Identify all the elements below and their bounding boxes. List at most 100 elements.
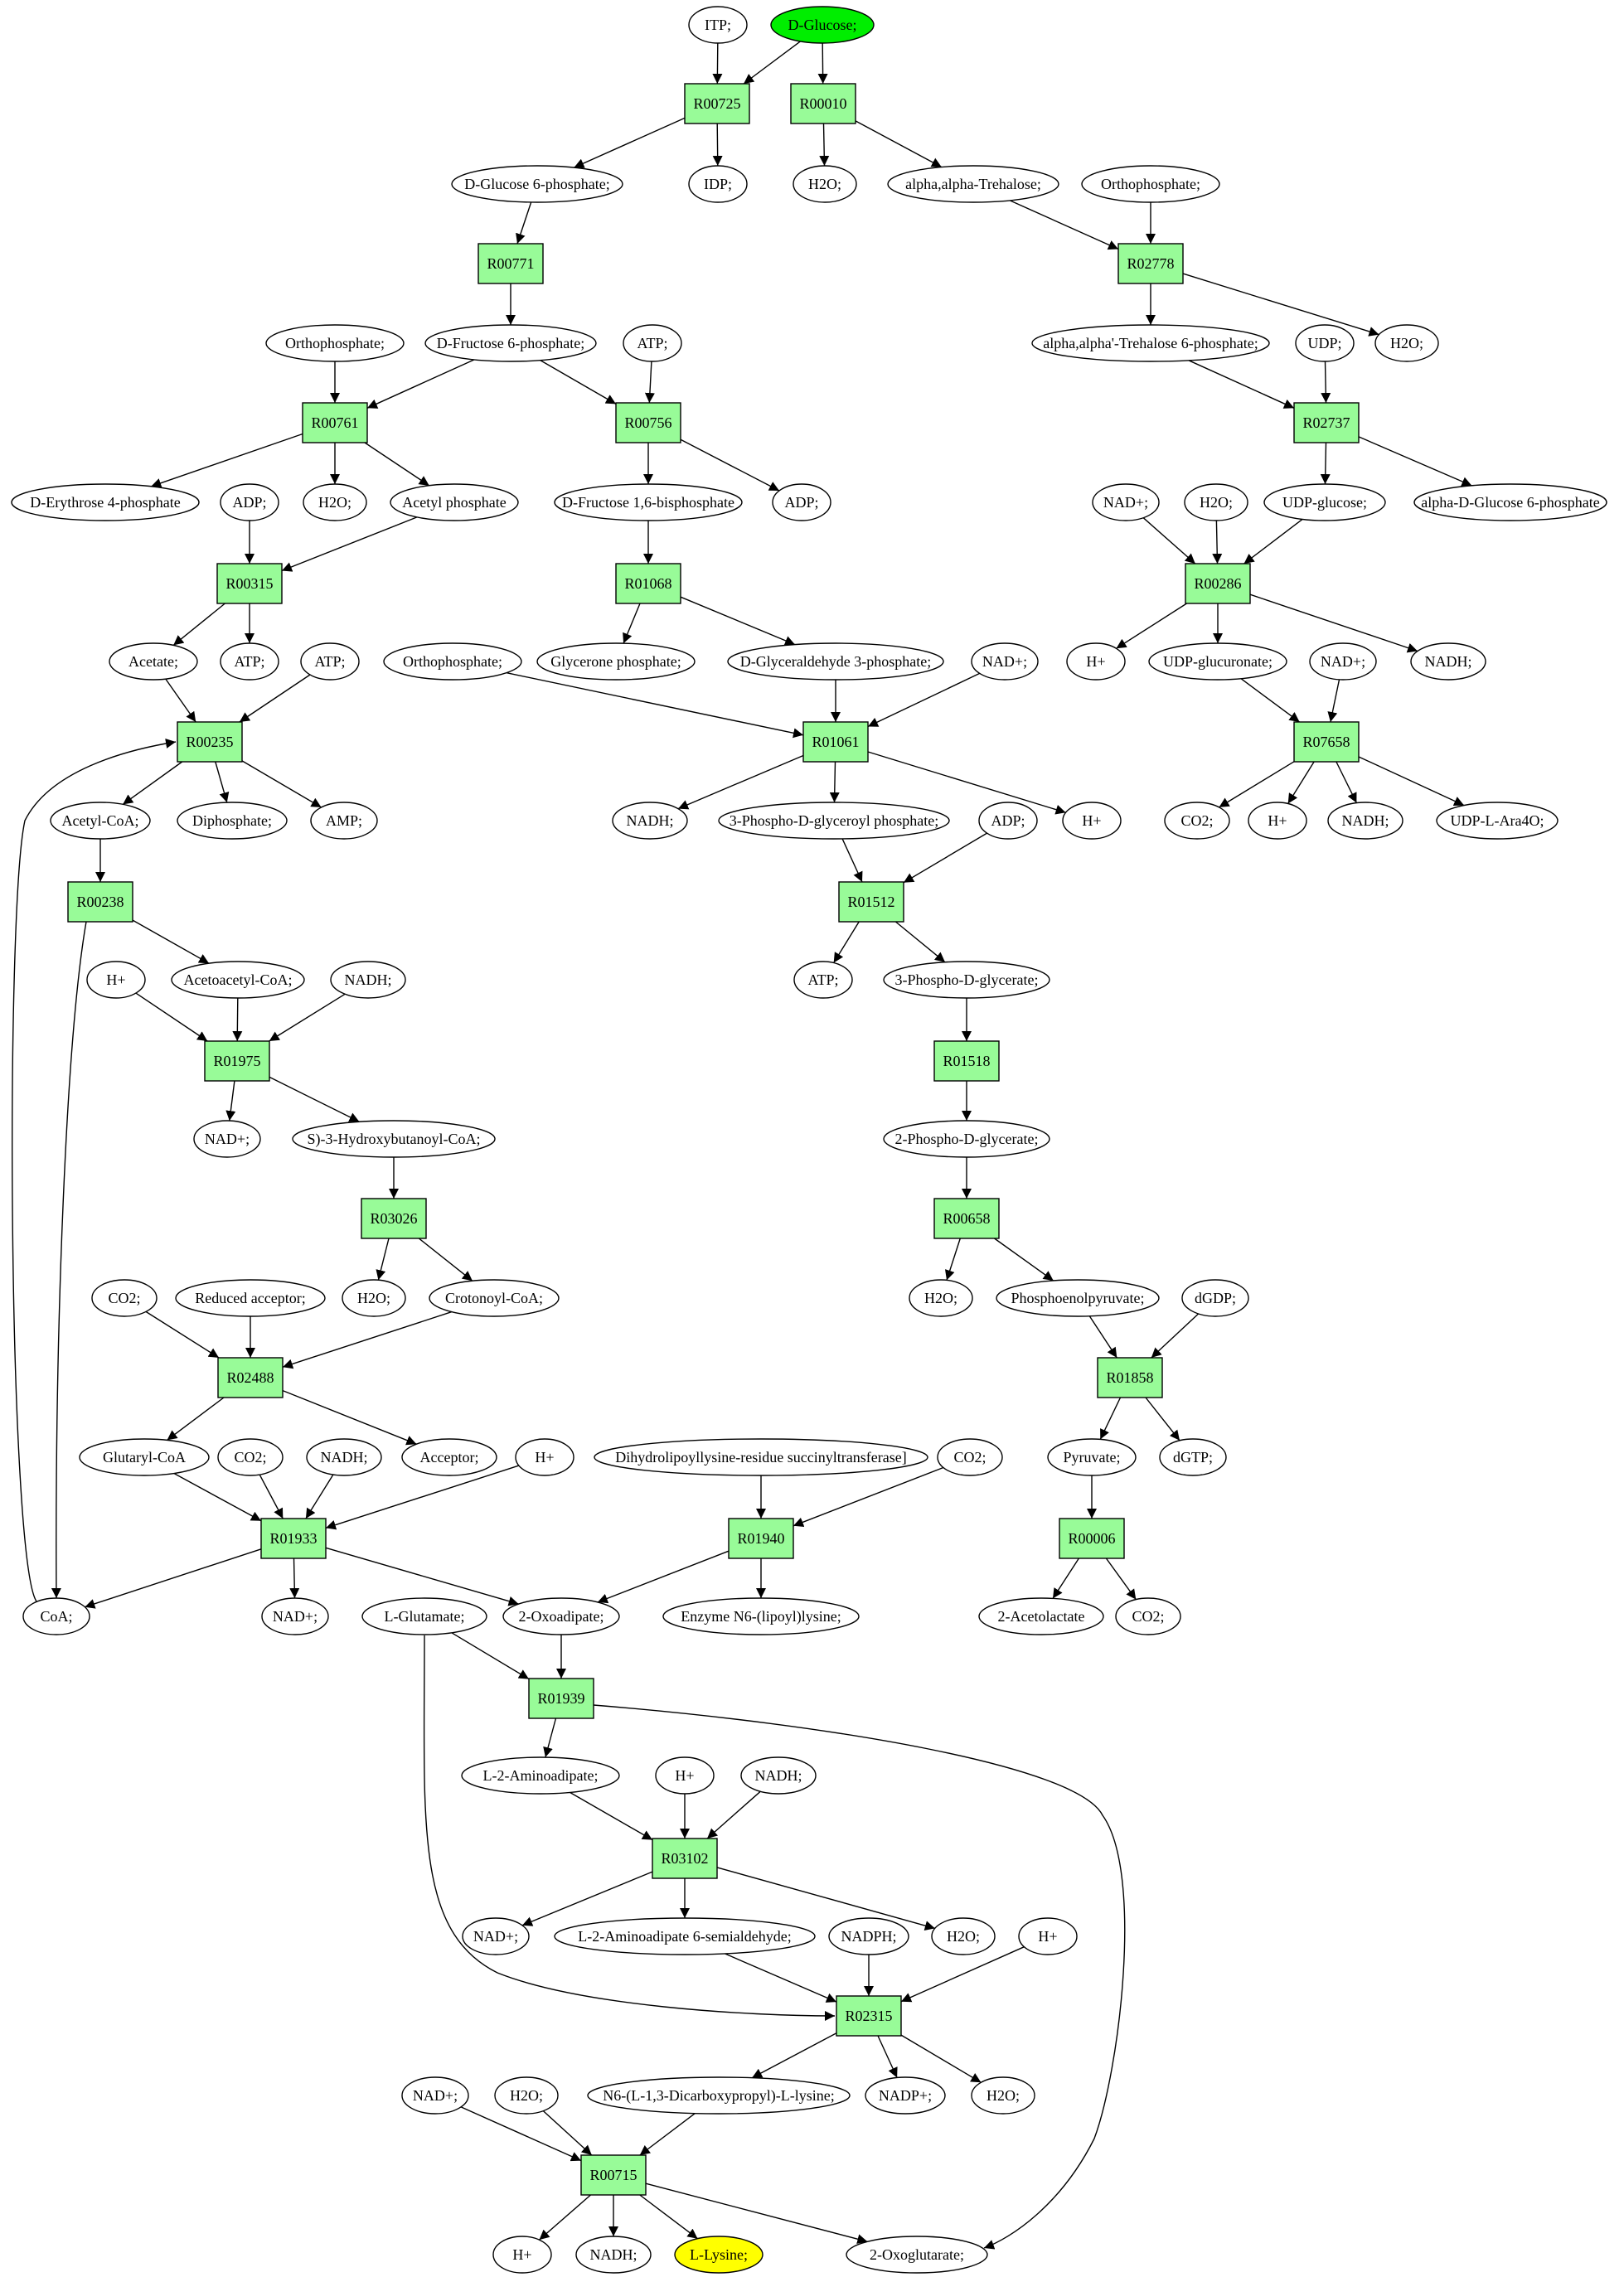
metabolite-node-nad[interactable]: NAD+; [1309,642,1377,681]
metabolite-node-alpha-d-glucose-6-phosphate[interactable]: alpha-D-Glucose 6-phosphate [1413,483,1607,521]
metabolite-node-co2[interactable]: CO2; [1164,802,1230,840]
reaction-node-r01518[interactable]: R01518 [933,1040,1000,1082]
metabolite-node-adp[interactable]: ADP; [220,483,279,521]
metabolite-node-phosphoenolpyruvate[interactable]: Phosphoenolpyruvate; [996,1279,1160,1317]
metabolite-node-3-phospho-d-glyceroyl-phosphate[interactable]: 3-Phospho-D-glyceroyl phosphate; [718,802,950,840]
metabolite-node-nadph[interactable]: NADPH; [828,1917,909,1955]
metabolite-node-atp[interactable]: ATP; [220,642,279,681]
metabolite-node-2-oxoadipate[interactable]: 2-Oxoadipate; [502,1597,620,1635]
reaction-node-r00756[interactable]: R00756 [615,402,681,443]
metabolite-node-nad[interactable]: NAD+; [1092,483,1160,521]
metabolite-node-h2o[interactable]: H2O; [342,1279,406,1317]
metabolite-node-adp[interactable]: ADP; [978,802,1038,840]
metabolite-node-enzyme-n6-lipoyl-lysine[interactable]: Enzyme N6-(lipoyl)lysine; [662,1597,860,1635]
metabolite-node-h[interactable]: H+ [86,961,146,999]
metabolite-node-d-glucose[interactable]: D-Glucose; [770,6,875,44]
metabolite-node-glutaryl-coa[interactable]: Glutaryl-CoA [79,1438,210,1476]
metabolite-node-d-glucose-6-phosphate[interactable]: D-Glucose 6-phosphate; [451,165,623,203]
reaction-node-r00771[interactable]: R00771 [478,243,544,284]
metabolite-node-udp-glucose[interactable]: UDP-glucose; [1263,483,1386,521]
metabolite-node-l-2-aminoadipate-6-semialdehyde[interactable]: L-2-Aminoadipate 6-semialdehyde; [554,1917,816,1955]
metabolite-node-nadh[interactable]: NADH; [612,802,688,840]
metabolite-node-pyruvate[interactable]: Pyruvate; [1047,1438,1137,1476]
metabolite-node-s-3-hydroxybutanoyl-coa[interactable]: S)-3-Hydroxybutanoyl-CoA; [292,1120,496,1158]
metabolite-node-h[interactable]: H+ [515,1438,574,1476]
metabolite-node-reduced-acceptor[interactable]: Reduced acceptor; [175,1279,326,1317]
metabolite-node-h[interactable]: H+ [1018,1917,1078,1955]
metabolite-node-h2o[interactable]: H2O; [931,1917,996,1955]
metabolite-node-amp[interactable]: AMP; [310,802,378,840]
metabolite-node-acceptor[interactable]: Acceptor; [401,1438,497,1476]
metabolite-node-nad[interactable]: NAD+; [193,1120,261,1158]
reaction-node-r00286[interactable]: R00286 [1185,563,1251,604]
metabolite-node-nad[interactable]: NAD+; [462,1917,530,1955]
metabolite-node-h2o[interactable]: H2O; [793,165,857,203]
metabolite-node-dihydrolipoyllysine-residue-succinyltransferase[interactable]: Dihydrolipoyllysine-residue succinyltran… [594,1438,928,1476]
reaction-node-r00238[interactable]: R00238 [67,881,133,923]
reaction-node-r02488[interactable]: R02488 [217,1357,284,1398]
metabolite-node-nadh[interactable]: NADH; [740,1756,817,1795]
metabolite-node-udp[interactable]: UDP; [1295,324,1355,362]
metabolite-node-2-acetolactate[interactable]: 2-Acetolactate [978,1597,1104,1635]
reaction-node-r01061[interactable]: R01061 [802,721,869,763]
metabolite-node-udp-l-ara4o[interactable]: UDP-L-Ara4O; [1436,802,1559,840]
metabolite-node-d-glyceraldehyde-3-phosphate[interactable]: D-Glyceraldehyde 3-phosphate; [727,642,944,681]
metabolite-node-co2[interactable]: CO2; [217,1438,284,1476]
metabolite-node-nadp[interactable]: NADP+; [865,2076,946,2115]
reaction-node-r03026[interactable]: R03026 [361,1198,427,1239]
metabolite-node-h2o[interactable]: H2O; [494,2076,559,2115]
metabolite-node-atp[interactable]: ATP; [623,324,682,362]
metabolite-node-coa[interactable]: CoA; [22,1597,90,1635]
reaction-node-r00761[interactable]: R00761 [302,402,368,443]
metabolite-node-adp[interactable]: ADP; [772,483,831,521]
metabolite-node-2-oxoglutarate[interactable]: 2-Oxoglutarate; [846,2236,988,2274]
reaction-node-r01933[interactable]: R01933 [260,1518,327,1559]
metabolite-node-dgdp[interactable]: dGDP; [1181,1279,1249,1317]
metabolite-node-nadh[interactable]: NADH; [1410,642,1486,681]
metabolite-node-l-glutamate[interactable]: L-Glutamate; [361,1597,487,1635]
metabolite-node-alpha-alpha-trehalose-6-phosphate[interactable]: alpha,alpha'-Trehalose 6-phosphate; [1031,324,1270,362]
metabolite-node-idp[interactable]: IDP; [688,165,748,203]
metabolite-node-acetyl-phosphate[interactable]: Acetyl phosphate [390,483,519,521]
metabolite-node-co2[interactable]: CO2; [91,1279,158,1317]
metabolite-node-nad[interactable]: NAD+; [261,1597,329,1635]
metabolite-node-nadh[interactable]: NADH; [575,2236,652,2274]
reaction-node-r00006[interactable]: R00006 [1059,1518,1125,1559]
metabolite-node-alpha-alpha-trehalose[interactable]: alpha,alpha-Trehalose; [887,165,1059,203]
metabolite-node-glycerone-phosphate[interactable]: Glycerone phosphate; [536,642,696,681]
reaction-node-r00715[interactable]: R00715 [580,2154,647,2196]
metabolite-node-h[interactable]: H+ [492,2236,552,2274]
metabolite-node-orthophosphate[interactable]: Orthophosphate; [383,642,522,681]
reaction-node-r01940[interactable]: R01940 [728,1518,794,1559]
metabolite-node-3-phospho-d-glycerate[interactable]: 3-Phospho-D-glycerate; [883,961,1050,999]
metabolite-node-acetate[interactable]: Acetate; [109,642,198,681]
metabolite-node-crotonoyl-coa[interactable]: Crotonoyl-CoA; [429,1279,560,1317]
reaction-node-r00725[interactable]: R00725 [684,83,750,124]
reaction-node-r00235[interactable]: R00235 [177,721,243,763]
metabolite-node-atp[interactable]: ATP; [793,961,853,999]
metabolite-node-h2o[interactable]: H2O; [909,1279,973,1317]
metabolite-node-dgtp[interactable]: dGTP; [1159,1438,1227,1476]
reaction-node-r01975[interactable]: R01975 [204,1040,270,1082]
metabolite-node-d-fructose-6-phosphate[interactable]: D-Fructose 6-phosphate; [424,324,597,362]
metabolite-node-nad[interactable]: NAD+; [401,2076,469,2115]
reaction-node-r01858[interactable]: R01858 [1097,1357,1163,1398]
metabolite-node-h2o[interactable]: H2O; [303,483,367,521]
metabolite-node-2-phospho-d-glycerate[interactable]: 2-Phospho-D-glycerate; [883,1120,1050,1158]
metabolite-node-h[interactable]: H+ [1062,802,1122,840]
reaction-node-r01512[interactable]: R01512 [838,881,904,923]
reaction-node-r01939[interactable]: R01939 [528,1678,594,1719]
metabolite-node-nadh[interactable]: NADH; [1327,802,1403,840]
metabolite-node-d-fructose-1-6-bisphosphate[interactable]: D-Fructose 1,6-bisphosphate [554,483,743,521]
metabolite-node-acetyl-coa[interactable]: Acetyl-CoA; [50,802,151,840]
reaction-node-r02737[interactable]: R02737 [1293,402,1360,443]
reaction-node-r00315[interactable]: R00315 [216,563,283,604]
metabolite-node-nad[interactable]: NAD+; [971,642,1039,681]
metabolite-node-udp-glucuronate[interactable]: UDP-glucuronate; [1148,642,1287,681]
metabolite-node-itp[interactable]: ITP; [688,6,748,44]
metabolite-node-l-lysine[interactable]: L-Lysine; [674,2236,764,2274]
metabolite-node-d-erythrose-4-phosphate[interactable]: D-Erythrose 4-phosphate [11,483,200,521]
metabolite-node-h2o[interactable]: H2O; [1184,483,1248,521]
metabolite-node-co2[interactable]: CO2; [1115,1597,1181,1635]
reaction-node-r02778[interactable]: R02778 [1117,243,1184,284]
